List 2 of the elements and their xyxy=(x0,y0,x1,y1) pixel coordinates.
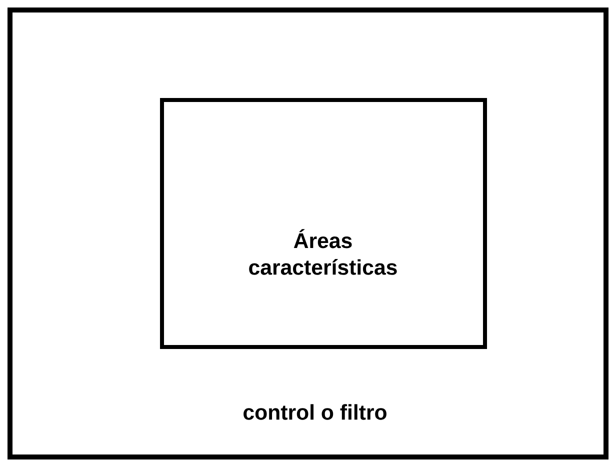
box-label: control o filtro xyxy=(244,404,386,420)
box-label: Áreas características xyxy=(249,229,397,275)
